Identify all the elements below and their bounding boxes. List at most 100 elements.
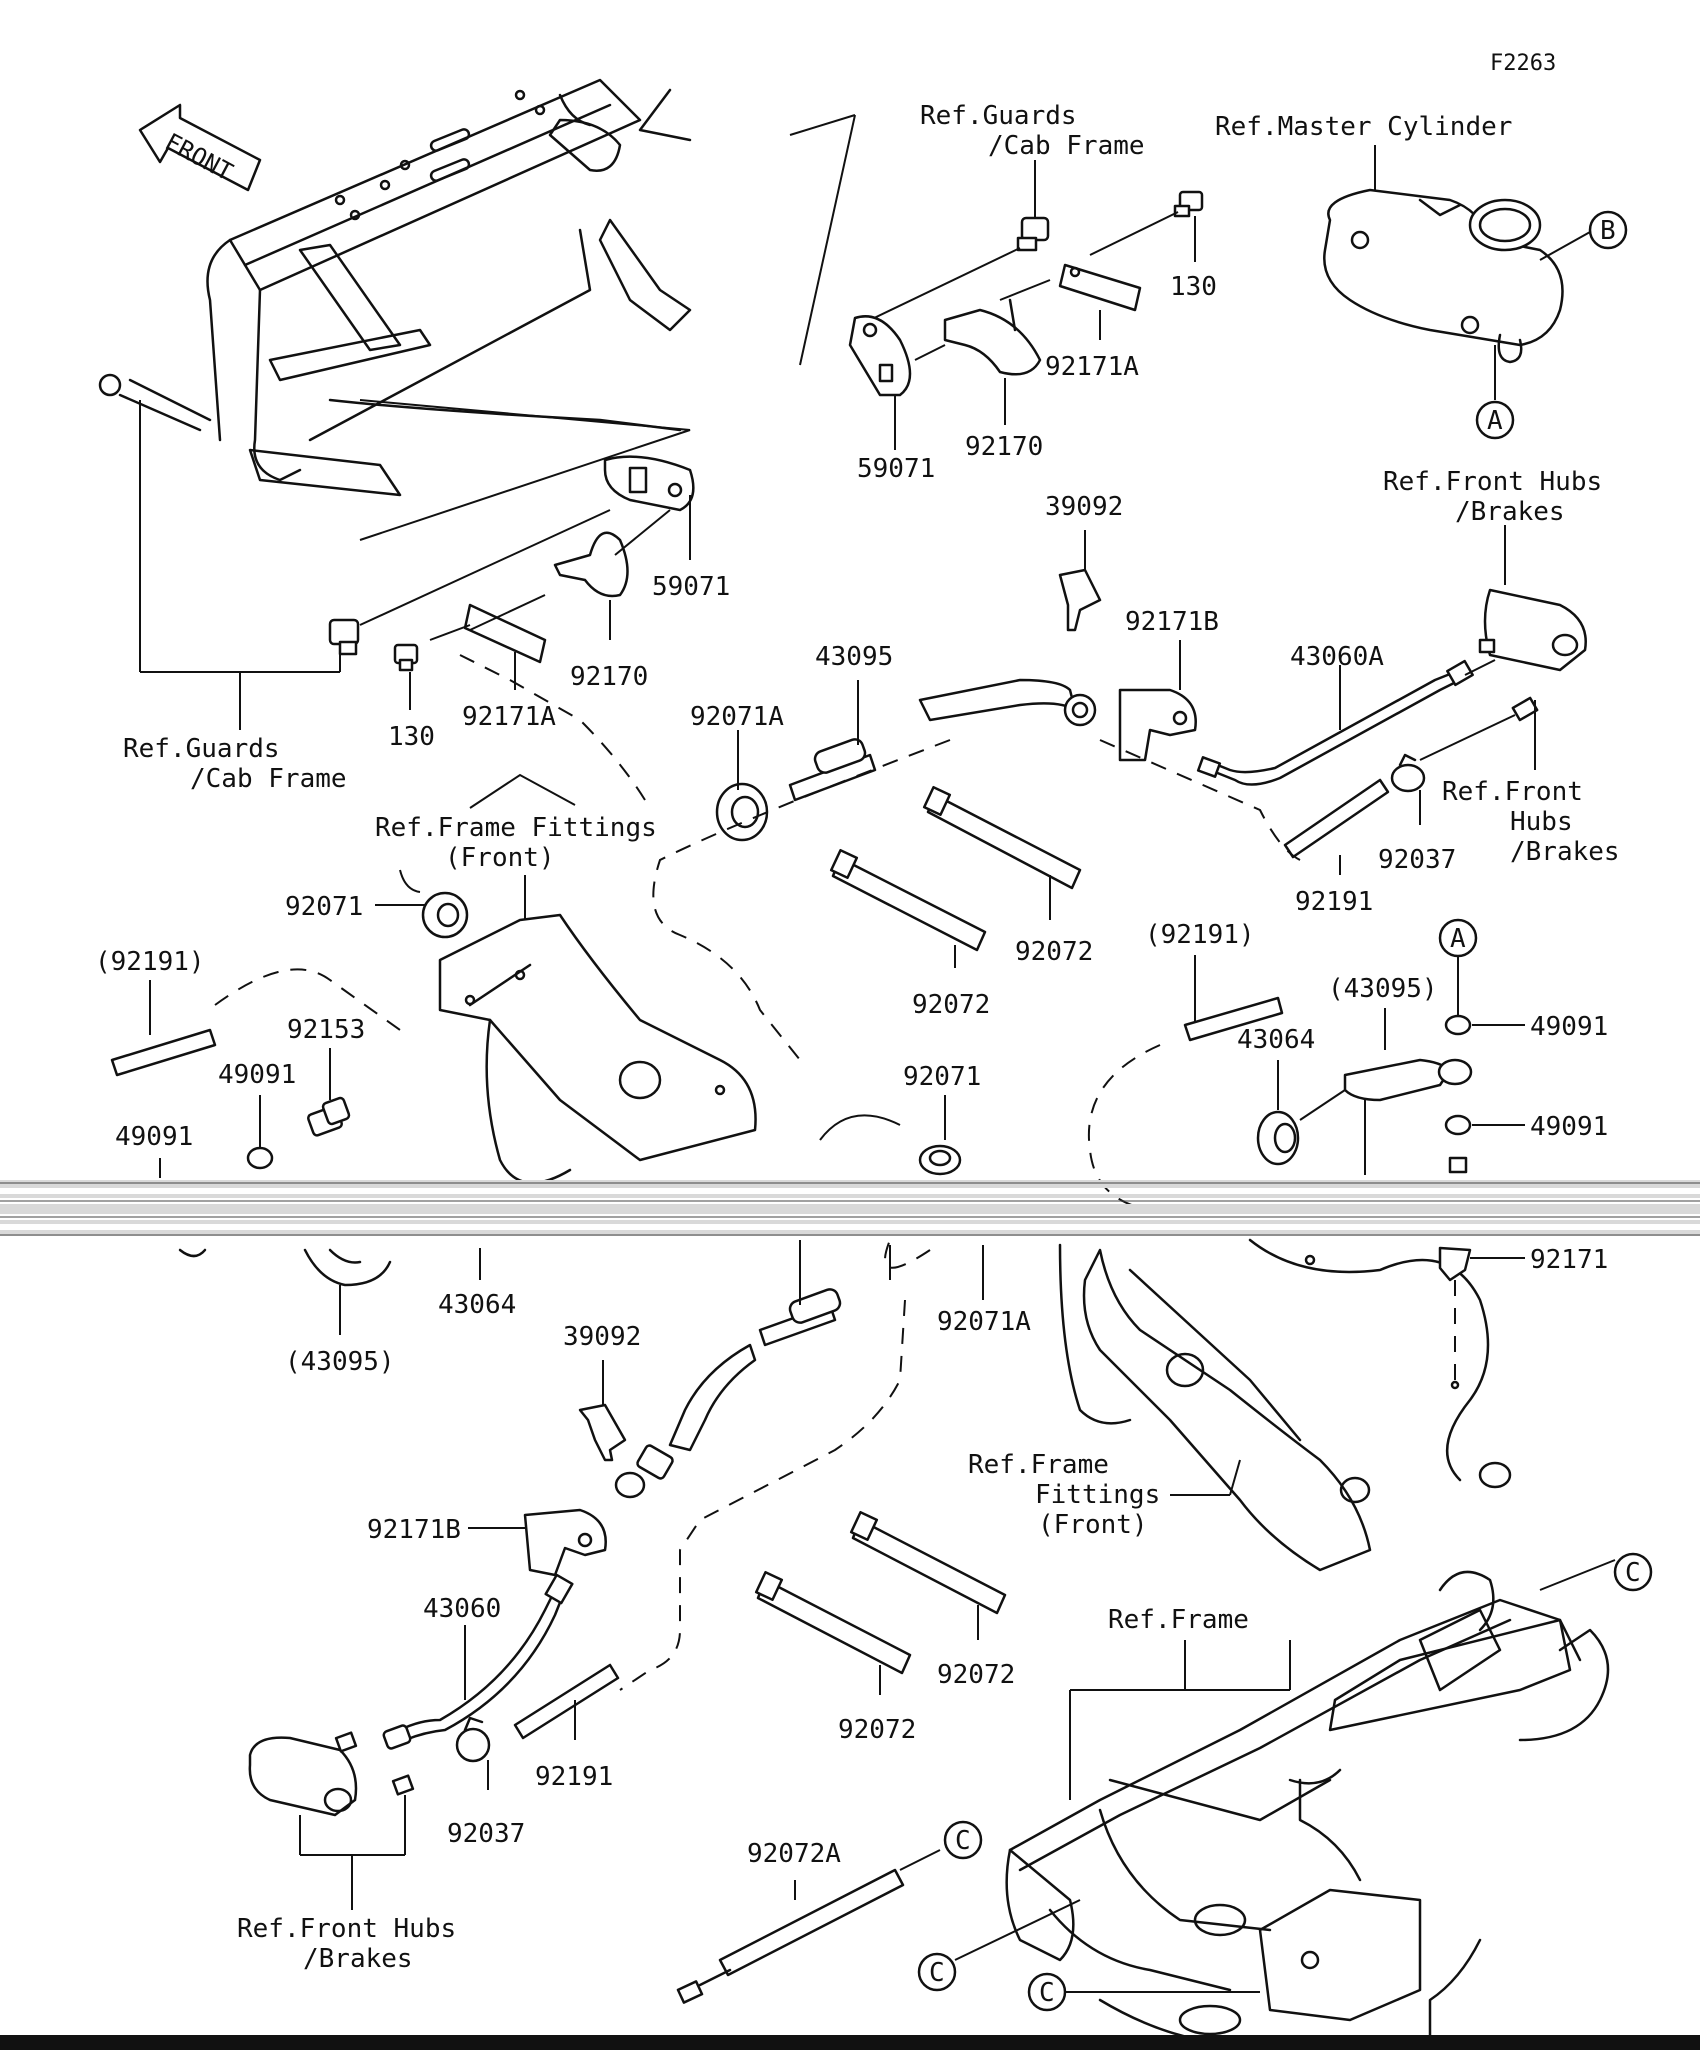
ref-frame-fittings-top-2: (Front) (445, 843, 555, 873)
brake-hose-43060A-icon (1196, 659, 1474, 786)
part-92072-a: 92072 (1015, 937, 1093, 967)
banjo-bolt-92153-icon (307, 1096, 351, 1137)
ref-front-hubs-bottom-2: /Brakes (303, 1944, 413, 1974)
washer-49091-right-b-icon (1444, 1114, 1472, 1136)
ref-guards-cab-left-2: /Cab Frame (190, 764, 347, 794)
ref-guards-cab-left-1: Ref.Guards (123, 734, 280, 764)
grommet-92071A-top-icon (715, 782, 769, 842)
ref-guards-cab-top-2: /Cab Frame (988, 131, 1145, 161)
callout-c-frame-bottom: C (1039, 1978, 1055, 2008)
clamp-plate-59071-top-icon (848, 315, 912, 397)
part-92072-d: 92072 (838, 1715, 916, 1745)
part-92191-paren-left: (92191) (95, 947, 205, 977)
part-92191-bottom: 92191 (535, 1762, 613, 1792)
part-43064-right: 43064 (1237, 1025, 1315, 1055)
frame-fitting-upper-illustration (438, 913, 757, 1185)
callout-c-lower-icon (943, 1820, 983, 1860)
master-cylinder-illustration (1323, 188, 1564, 364)
callout-a-mid: A (1450, 924, 1466, 954)
part-92071A-top: 92071A (690, 702, 784, 732)
part-43060: 43060 (423, 1594, 501, 1624)
sleeve-92191-top-icon (1283, 778, 1390, 859)
sleeve-92191-left-icon (110, 1028, 217, 1077)
strap-92171A-top-icon (1058, 263, 1142, 312)
callout-c-frame-top: C (1625, 1558, 1641, 1588)
clamp-92170-top-icon (943, 298, 1042, 376)
part-92071-left: 92071 (285, 892, 363, 922)
grommet-92071-left-icon (421, 891, 469, 939)
cable-tie-92072-b-icon (829, 848, 987, 952)
nut-icon (1448, 1156, 1468, 1174)
part-49091-b: 49091 (115, 1122, 193, 1152)
strap-92171A-left-icon (463, 603, 547, 664)
ref-front-hubs-right-2: /Brakes (1455, 497, 1565, 527)
part-92171B-bottom: 92171B (367, 1515, 461, 1545)
bottom-border (0, 2035, 1700, 2050)
main-frame-illustration (1005, 1570, 1610, 2047)
callout-c-frame-left: C (929, 1958, 945, 1988)
front-hub-caliper-right-icon (1478, 588, 1587, 672)
bolt-130-top-icon (1016, 216, 1050, 252)
ref-front-hubs-mid-3: /Brakes (1510, 837, 1620, 867)
ref-frame: Ref.Frame (1108, 1605, 1249, 1635)
grommet-92071-mid-icon (918, 1144, 962, 1176)
washer-49091-right-a-icon (1444, 1014, 1472, 1036)
bleeder-right-icon (1511, 696, 1539, 722)
frame-fitting-lower-illustration (1058, 1238, 1512, 1572)
clamp-92170-left-icon (553, 531, 629, 598)
part-92071-mid: 92071 (903, 1062, 981, 1092)
part-92171B-top: 92171B (1125, 607, 1219, 637)
brake-hose-43095-lower-icon (614, 1288, 842, 1499)
figure-code: F2263 (1490, 51, 1556, 76)
callout-c-frame-bottom-icon (1027, 1972, 1067, 2012)
ref-frame-fittings-bottom-2: Fittings (1035, 1480, 1160, 1510)
part-43095-top: 43095 (815, 642, 893, 672)
bracket-92171B-top-icon (1118, 688, 1197, 762)
callout-b: B (1600, 216, 1616, 246)
ref-frame-fittings-bottom-3: (Front) (1038, 1510, 1148, 1540)
callout-c-lower: C (955, 1826, 971, 1856)
clamp-92037-bottom-icon (455, 1716, 491, 1763)
clip-39092-bottom-icon (578, 1403, 627, 1462)
bolt-guards-left-icon (328, 618, 360, 656)
part-43095-paren-right: (43095) (1328, 974, 1438, 1004)
part-43064-left: 43064 (438, 1290, 516, 1320)
ref-frame-fittings-bottom-1: Ref.Frame (968, 1450, 1109, 1480)
cable-tie-92072-d-icon (754, 1570, 912, 1675)
part-130-top: 130 (1170, 272, 1217, 302)
part-49091-right-b: 49091 (1530, 1112, 1608, 1142)
clamp-92037-top-icon (1390, 753, 1426, 793)
callout-a-top-icon (1475, 400, 1515, 440)
part-92170-top: 92170 (965, 432, 1043, 462)
washer-49091-a-icon (246, 1146, 274, 1170)
sleeve-92191-right-icon (1183, 996, 1284, 1042)
part-92037-top: 92037 (1378, 845, 1456, 875)
ref-front-hubs-bottom-1: Ref.Front Hubs (237, 1914, 456, 1944)
part-92171A-top: 92171A (1045, 352, 1139, 382)
part-92153: 92153 (287, 1015, 365, 1045)
bolt-130-left-icon (393, 643, 419, 672)
ref-frame-fittings-top-1: Ref.Frame Fittings (375, 813, 657, 843)
part-92191-paren-right: (92191) (1145, 920, 1255, 950)
clip-39092-top-icon (1058, 568, 1102, 632)
bolt-130-top-right-icon (1173, 190, 1204, 218)
part-92072-c: 92072 (937, 1660, 1015, 1690)
part-92037-bottom: 92037 (447, 1819, 525, 1849)
callout-c-frame-left-icon (917, 1952, 957, 1992)
part-92170-left: 92170 (570, 662, 648, 692)
scan-glitch-band (0, 1180, 1700, 1236)
clamp-plate-59071-left-icon (603, 455, 695, 512)
part-39092-top: 39092 (1045, 492, 1123, 522)
front-arrow-icon: FRONT (138, 103, 262, 192)
part-92072-b: 92072 (912, 990, 990, 1020)
part-43060A: 43060A (1290, 642, 1384, 672)
ref-front-hubs-mid-1: Ref.Front (1442, 777, 1583, 807)
brake-hose-43095-left-icon (303, 1248, 392, 1287)
part-43095-paren-left: (43095) (285, 1347, 395, 1377)
part-49091-right-a: 49091 (1530, 1012, 1608, 1042)
part-130-left: 130 (388, 722, 435, 752)
callout-b-icon (1588, 210, 1628, 250)
part-59071-top: 59071 (857, 454, 935, 484)
sleeve-92191-bottom-icon (513, 1663, 620, 1740)
